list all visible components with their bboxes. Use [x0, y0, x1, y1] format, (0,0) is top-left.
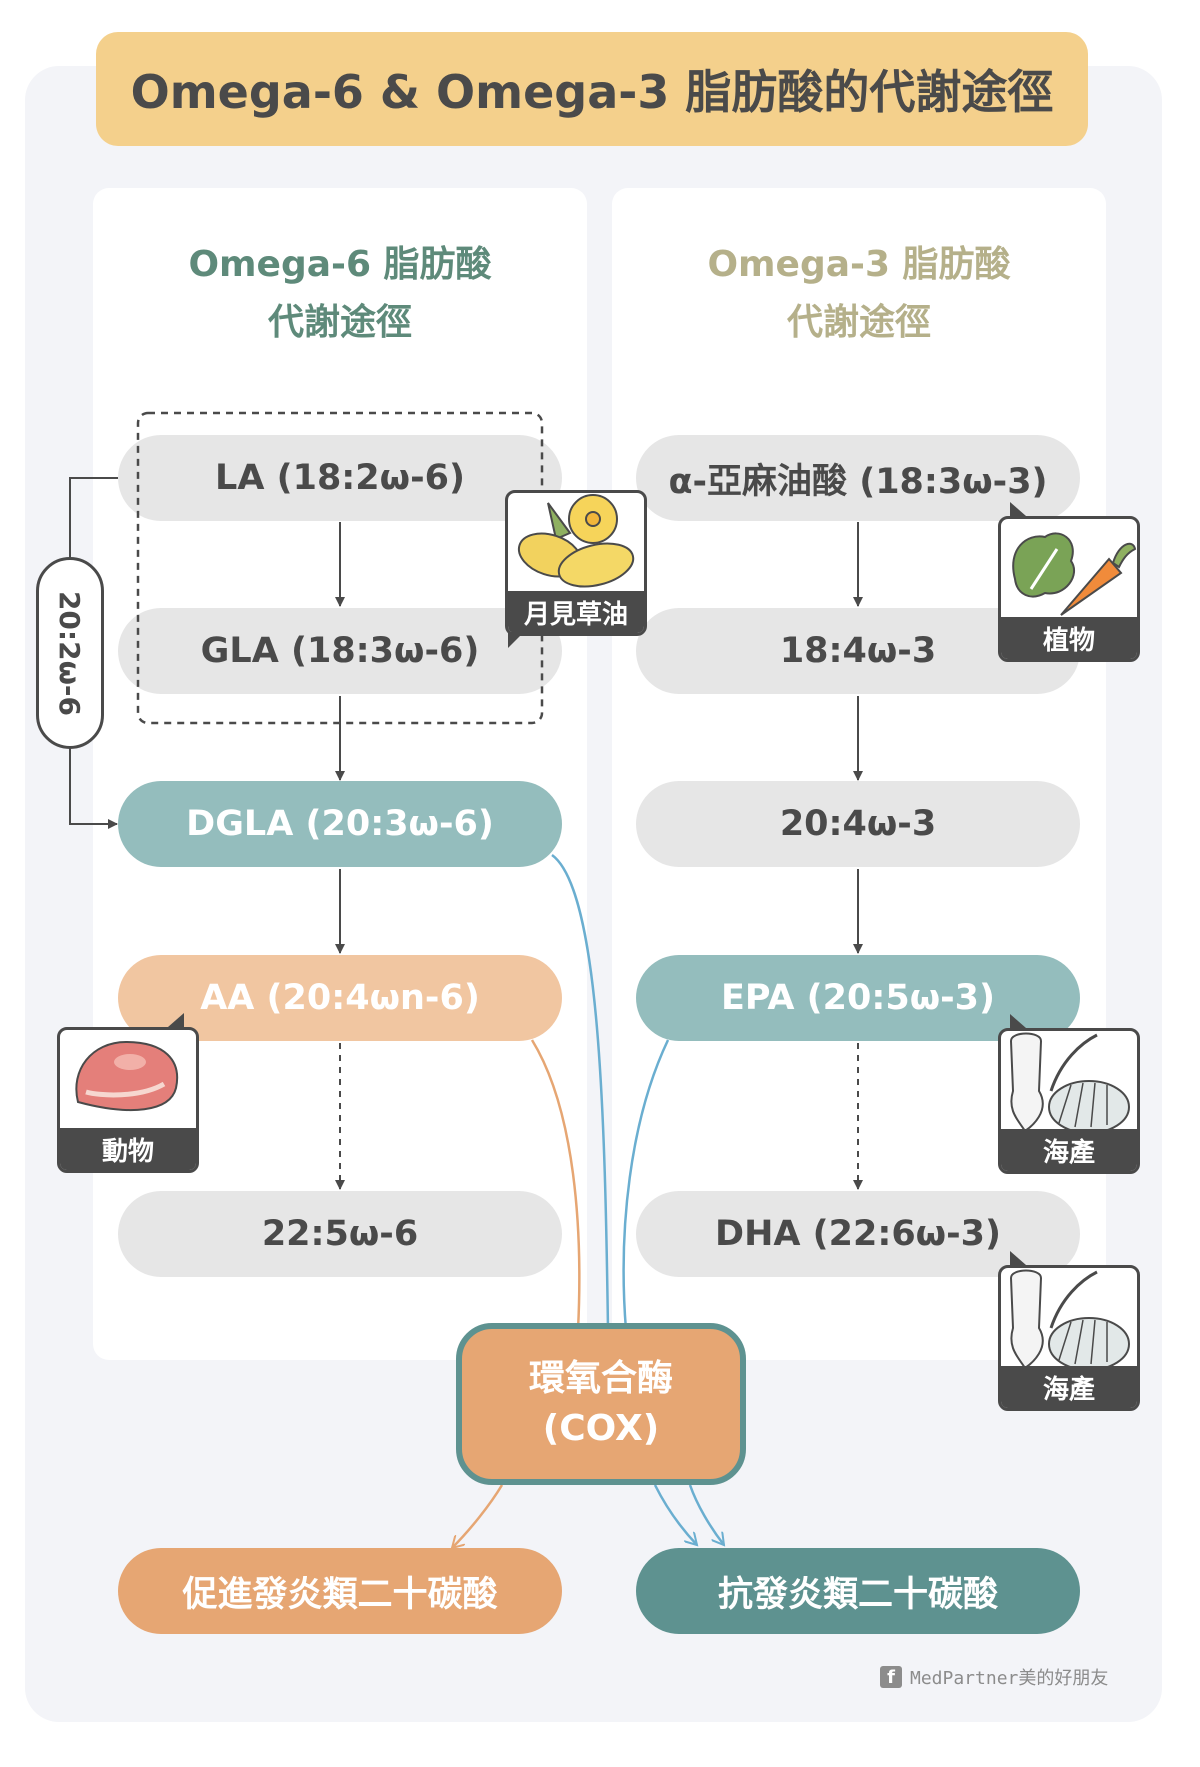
- plants-badge: 植物: [998, 516, 1140, 662]
- animal-label: 動物: [60, 1128, 196, 1170]
- seafood-label-2: 海產: [1001, 1366, 1137, 1408]
- cox-to-pro-arrow: [452, 1484, 504, 1548]
- omega3-heading-line1: Omega-3 脂肪酸: [707, 244, 1011, 285]
- omega6-heading-line1: Omega-6 脂肪酸: [188, 244, 492, 285]
- output-anti-inflammatory: 抗發炎類二十碳酸: [636, 1548, 1080, 1634]
- bypass-label: 20:2ω-6: [53, 590, 87, 716]
- node-ala: α-亞麻油酸 (18:3ω-3): [636, 435, 1080, 521]
- seafood-label-1: 海產: [1001, 1129, 1137, 1171]
- cox-to-anti-arrow-2: [688, 1484, 724, 1545]
- cox-label-line1: 環氧合酶: [528, 1358, 673, 1399]
- cox-enzyme-box: 環氧合酶 (COX): [456, 1323, 746, 1485]
- credit: f MedPartner美的好朋友: [880, 1662, 1108, 1692]
- seafood-icon: [1009, 1032, 1130, 1131]
- omega3-heading: Omega-3 脂肪酸 代謝途徑: [612, 236, 1106, 352]
- evening-primrose-label: 月見草油: [508, 591, 644, 633]
- node-22-5-omega6: 22:5ω-6: [118, 1191, 562, 1277]
- node-dgla: DGLA (20:3ω-6): [118, 781, 562, 867]
- aa-to-cox-line: [530, 1039, 581, 1331]
- meat-icon: [75, 1040, 179, 1112]
- plants-label: 植物: [1001, 617, 1137, 659]
- node-aa: AA (20:4ωn-6): [118, 955, 562, 1041]
- seafood-badge-1: 海產: [998, 1028, 1140, 1174]
- node-20-4-omega3: 20:4ω-3: [636, 781, 1080, 867]
- bypass-pill: 20:2ω-6: [36, 557, 104, 749]
- cox-label-line2: (COX): [542, 1408, 660, 1449]
- seafood-badge-2: 海產: [998, 1265, 1140, 1411]
- omega3-heading-line2: 代謝途徑: [786, 302, 931, 343]
- animal-badge: 動物: [57, 1027, 199, 1173]
- omega6-heading: Omega-6 脂肪酸 代謝途徑: [93, 236, 587, 352]
- diagram-title: Omega-6 & Omega-3 脂肪酸的代謝途徑: [96, 32, 1088, 146]
- credit-text: MedPartner美的好朋友: [910, 1668, 1109, 1689]
- seafood-tail-1: [1010, 1014, 1026, 1028]
- evening-primrose-tail: [508, 632, 524, 648]
- animal-tail: [168, 1013, 184, 1027]
- dgla-to-cox-line: [551, 853, 610, 1331]
- vegetables-icon: [1012, 532, 1137, 616]
- node-la: LA (18:2ω-6): [118, 435, 562, 521]
- omega6-heading-line2: 代謝途徑: [267, 302, 412, 343]
- output-pro-inflammatory: 促進發炎類二十碳酸: [118, 1548, 562, 1634]
- epa-to-cox-line: [622, 1039, 670, 1331]
- evening-primrose-icon: [517, 494, 635, 588]
- node-epa: EPA (20:5ω-3): [636, 955, 1080, 1041]
- evening-primrose-badge: 月見草油: [505, 490, 647, 636]
- facebook-icon: f: [880, 1666, 902, 1688]
- plants-tail: [1010, 502, 1026, 516]
- node-gla: GLA (18:3ω-6): [118, 608, 562, 694]
- seafood-icon: [1009, 1269, 1130, 1368]
- seafood-tail-2: [1010, 1251, 1026, 1265]
- node-dha: DHA (22:6ω-3): [636, 1191, 1080, 1277]
- cox-to-anti-arrow-1: [653, 1484, 697, 1545]
